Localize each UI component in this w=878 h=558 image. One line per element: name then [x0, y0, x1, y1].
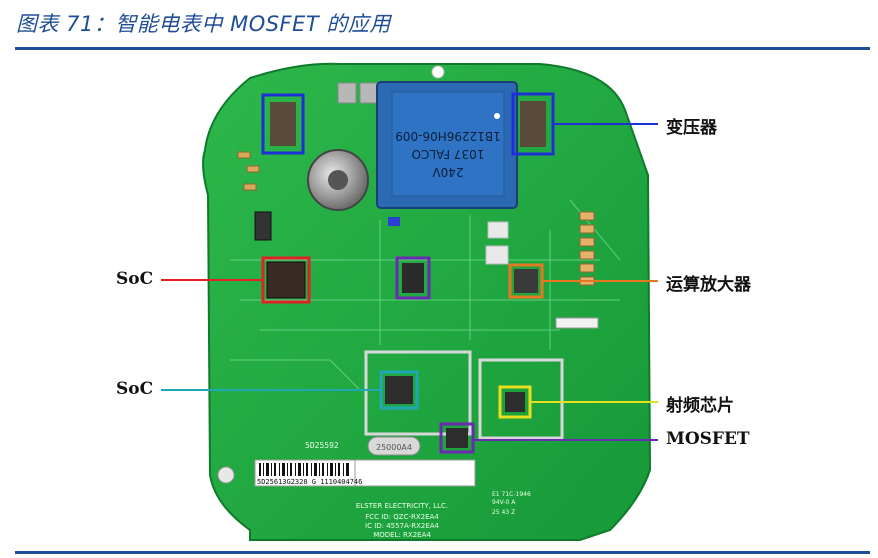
transformer-highlight-left	[261, 93, 305, 155]
soc-chip-top	[266, 261, 306, 299]
svg-text:25000A4: 25000A4	[376, 443, 412, 452]
rf-shield-left	[364, 350, 472, 436]
mosfet-bottom-highlight	[439, 422, 475, 454]
bottom-rule	[15, 551, 870, 554]
opamp-chip	[514, 269, 538, 293]
svg-text:94V-0 A: 94V-0 A	[492, 499, 516, 506]
label-opamp: 运算放大器	[666, 275, 751, 295]
mounting-hole	[431, 65, 445, 79]
svg-text:5D25613G2328 G 1110404746: 5D25613G2328 G 1110404746	[257, 478, 362, 486]
label-soc-bottom: SoC	[116, 379, 154, 399]
transformer-print: 1B12296H06-009	[395, 129, 501, 143]
svg-text:E1 71C-1946: E1 71C-1946	[492, 491, 531, 498]
transformer-pad-left	[270, 102, 296, 146]
soc-chip-bottom	[385, 376, 413, 404]
svg-text:FCC ID: QZC-RX2EA4: FCC ID: QZC-RX2EA4	[365, 513, 439, 521]
transformer-pad-right	[520, 101, 546, 147]
label-rf-chip: 射频芯片	[666, 396, 734, 416]
barcode-label: 5D25613G2328 G 1110404746	[254, 459, 476, 487]
mounting-hole	[217, 466, 235, 484]
svg-text:IC ID: 4557A-RX2EA4: IC ID: 4557A-RX2EA4	[365, 522, 440, 530]
caption-rule	[15, 47, 870, 50]
label-mosfet: MOSFET	[666, 429, 750, 449]
svg-text:5D25592: 5D25592	[305, 441, 339, 450]
svg-text:ELSTER ELECTRICITY, LLC.: ELSTER ELECTRICITY, LLC.	[356, 502, 448, 510]
crystal	[367, 436, 421, 456]
pcb-photo: 240V 1037 FALCO 1B12296H06-009 25000A4 5…	[161, 62, 658, 541]
transformer-print: 240V	[432, 165, 464, 179]
mosfet-top-highlight	[395, 256, 431, 300]
svg-text:25 43 Z: 25 43 Z	[492, 509, 515, 516]
transformer-component: 240V 1037 FALCO 1B12296H06-009	[376, 81, 518, 209]
svg-text:MODEL: RX2EA4: MODEL: RX2EA4	[373, 531, 431, 539]
mosfet-chip-top	[402, 263, 424, 293]
label-soc-top: SoC	[116, 269, 154, 289]
mosfet-chip-bottom	[446, 428, 468, 448]
label-transformer: 变压器	[666, 118, 717, 138]
transformer-print: 1037 FALCO	[412, 147, 485, 161]
figure-caption: 图表 71：智能电表中 MOSFET 的应用	[16, 12, 391, 36]
rf-chip	[505, 392, 525, 412]
rf-shield-right	[478, 358, 564, 440]
